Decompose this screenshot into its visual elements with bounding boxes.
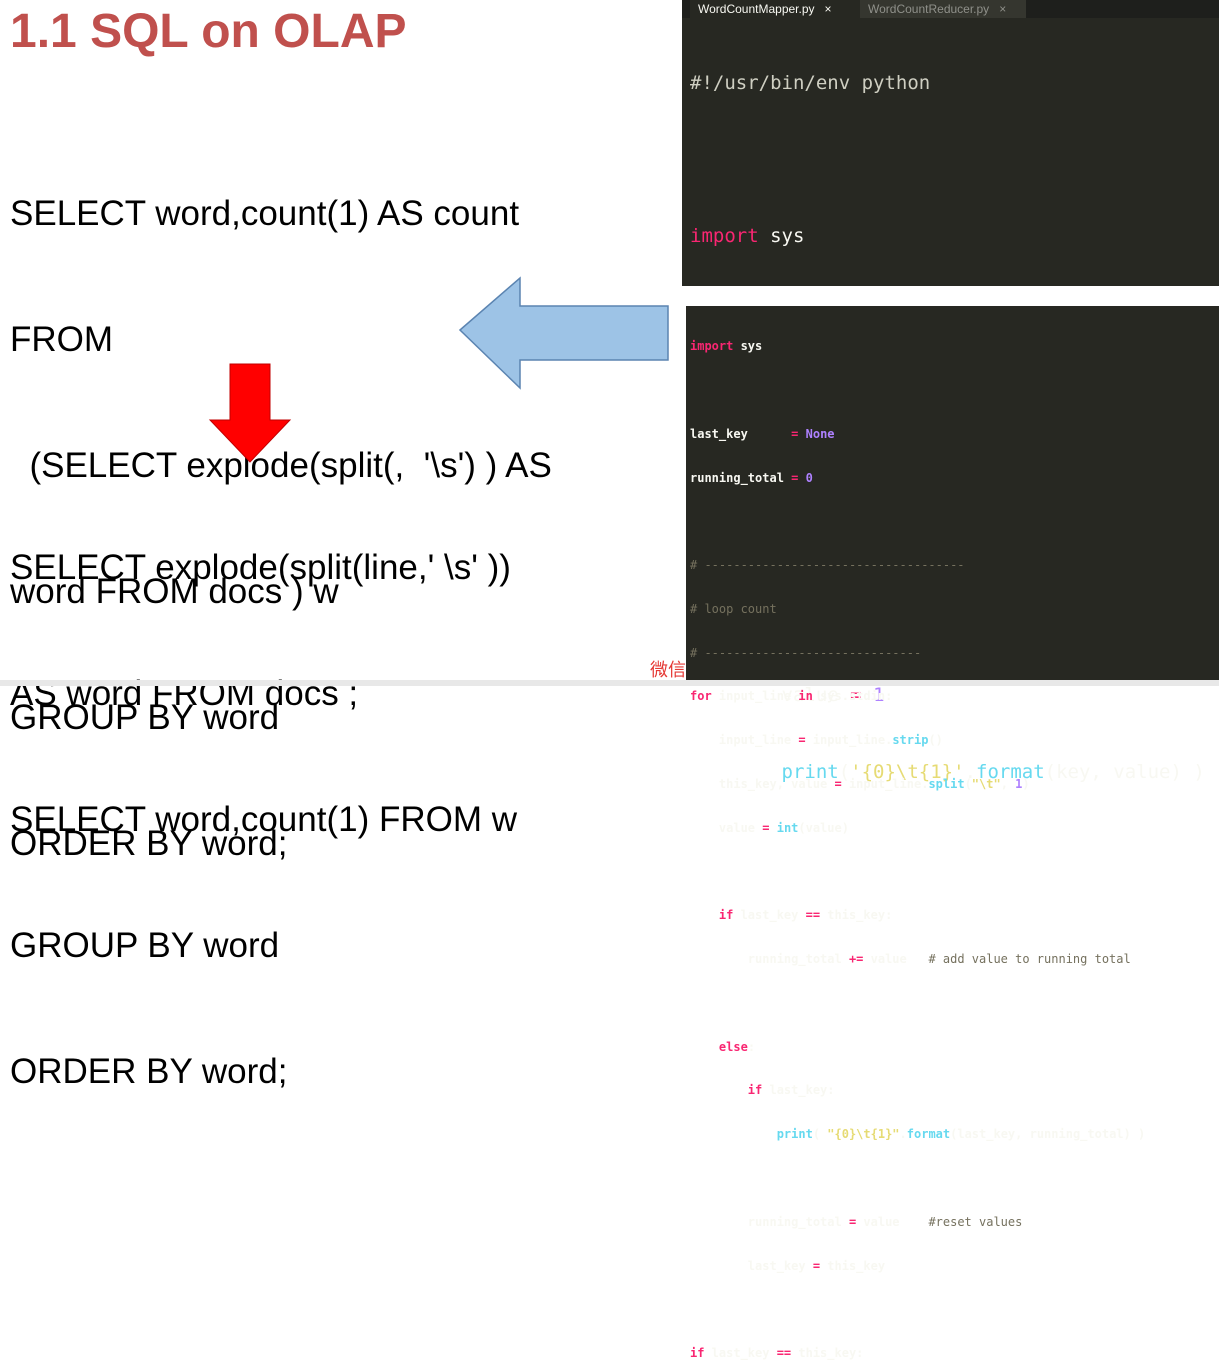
sql-line: FROM <box>10 320 114 359</box>
tab-wordcount-reducer[interactable]: WordCountReducer.py × <box>860 0 1026 18</box>
code-comment: # ------------------------------------ <box>690 558 965 573</box>
reducer-code: import sys last_key = None running_total… <box>690 310 1145 1372</box>
tab-wordcount-mapper[interactable]: WordCountMapper.py × <box>690 0 861 18</box>
code-line: last_key = None <box>690 426 835 441</box>
down-arrow <box>208 363 292 463</box>
code-line: else: <box>718 1039 756 1054</box>
code-comment: # ------------------------------ <box>690 645 922 660</box>
editor-tab-bar: WordCountMapper.py × WordCountReducer.py × <box>682 0 1219 18</box>
code-line: #!/usr/bin/env python <box>690 72 931 94</box>
code-line: input_line = input_line.strip() <box>690 733 943 748</box>
code-line <box>690 383 1145 398</box>
code-line <box>690 1302 1145 1317</box>
sql-line: ORDER BY word; <box>10 1052 288 1091</box>
code-line: running_total = value #reset values <box>690 1214 1023 1229</box>
reducer-code-editor: import sys last_key = None running_total… <box>686 306 1219 1360</box>
mapper-code-editor: WordCountMapper.py × WordCountReducer.py ×… <box>682 0 1219 783</box>
tab-label: WordCountReducer.py <box>868 2 990 16</box>
code-line: if last_key == this_key: <box>718 908 893 923</box>
sql-line: SELECT explode(split(line,' \s' )) <box>10 548 511 587</box>
code-line: value = int(value) <box>690 820 849 835</box>
bottom-divider <box>0 680 1219 686</box>
watermark: 微信 <box>650 660 686 681</box>
close-icon[interactable]: × <box>999 2 1007 16</box>
code-line: import sys <box>690 225 805 247</box>
code-line <box>690 514 1145 529</box>
slide-title: 1.1 SQL on OLAP <box>10 5 407 58</box>
code-line <box>690 148 1205 174</box>
code-line <box>690 1171 1145 1186</box>
code-line: running_total = 0 <box>690 470 813 485</box>
sql-line: word FROM docs ) w <box>10 572 339 611</box>
code-line <box>690 996 1145 1011</box>
code-line: print( "{0}\t{1}".format(last_key, runni… <box>776 1127 1146 1142</box>
arrows-layer <box>208 276 669 463</box>
sql-line: (SELECT explode(split(, '\s') ) AS <box>10 446 552 485</box>
code-line: if last_key: <box>747 1083 835 1098</box>
code-line: last_key = this_key <box>690 1258 886 1273</box>
code-line: for input_line in sys.stdin: <box>690 689 893 704</box>
code-comment: # loop count <box>690 601 777 616</box>
code-line: if last_key == this_key: <box>690 1346 864 1361</box>
code-line: this_key, value = input_line.split("\t",… <box>690 777 1030 791</box>
tab-label: WordCountMapper.py <box>698 2 815 16</box>
close-icon[interactable]: × <box>824 2 832 16</box>
code-line <box>690 865 1145 880</box>
left-arrow <box>458 276 669 390</box>
code-line: import sys <box>690 339 763 354</box>
sql-line: SELECT word,count(1) AS count <box>10 194 520 233</box>
sql-line: SELECT word,count(1) FROM w <box>10 800 517 839</box>
sql-line: GROUP BY word <box>10 926 280 965</box>
code-line: running_total += value # add value to ru… <box>690 952 1131 967</box>
